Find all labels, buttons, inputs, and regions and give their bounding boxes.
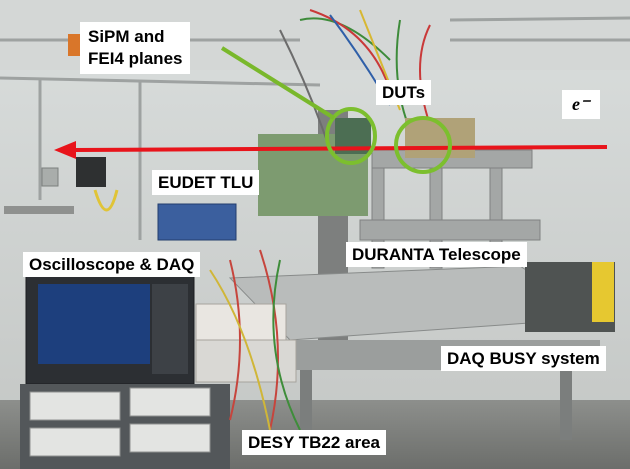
tlu-box — [157, 203, 237, 241]
beam-line — [73, 145, 608, 152]
wall-box-dark — [76, 157, 106, 187]
sipm-highlight-circle — [325, 107, 377, 165]
oscilloscope-knob-panel — [152, 284, 188, 374]
table-leg-right — [560, 370, 572, 440]
electron-beam-label: e⁻ — [562, 90, 600, 119]
dut-highlight-circle — [394, 116, 452, 174]
oscilloscope-daq-label: Oscilloscope & DAQ — [23, 252, 201, 277]
wall-socket — [41, 167, 59, 187]
yellow-module — [592, 262, 614, 322]
sipm-pointer-line — [220, 46, 336, 120]
yellow-cable-loop — [93, 189, 119, 212]
ceiling-cable-trays — [0, 16, 630, 240]
oscilloscope-screen — [38, 284, 150, 364]
beam-arrowhead — [54, 141, 76, 159]
duranta-telescope-label: DURANTA Telescope — [346, 242, 527, 267]
desy-tb22-area-label: DESY TB22 area — [242, 430, 386, 455]
sipm-fei4-planes-label: SiPM and FEI4 planes — [80, 22, 191, 74]
daq-busy-system-label: DAQ BUSY system — [441, 346, 606, 371]
eudet-tlu-label: EUDET TLU — [152, 170, 260, 195]
bench-meters — [29, 387, 211, 457]
duts-label: DUTs — [376, 80, 432, 105]
wall-shelf — [4, 206, 74, 214]
wall-box-orange — [68, 34, 80, 56]
patch-cables — [209, 249, 301, 431]
